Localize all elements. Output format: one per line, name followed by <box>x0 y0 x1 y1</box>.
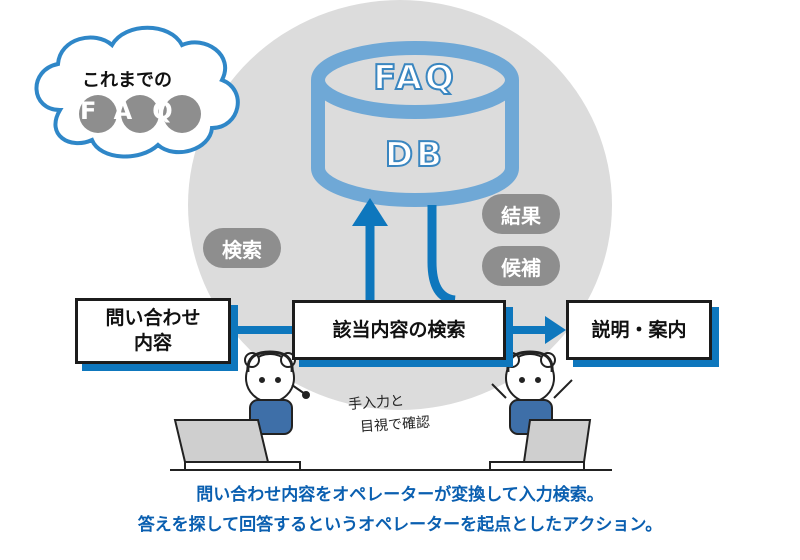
box-explain: 説明・案内 <box>566 300 712 360</box>
pill-result: 結果 <box>482 194 560 234</box>
handwriting-line1: 手入力と <box>347 393 405 413</box>
cloud-letter-bg-a <box>121 95 159 133</box>
caption-line2: 答えを探して回答するというオペレーターを起点としたアクション。 <box>137 515 663 535</box>
operator-right <box>491 350 573 435</box>
cloud-shape <box>34 25 240 159</box>
box-inquiry: 問い合わせ 内容 <box>75 298 231 364</box>
caption-line1: 問い合わせ内容をオペレーターが変換して入力検索。 <box>196 485 604 505</box>
database-cylinder <box>311 41 519 207</box>
db-label-bottom: DB <box>384 134 446 176</box>
connector-right-arrow <box>506 316 566 344</box>
operator-left <box>244 350 310 435</box>
pill-candidates: 候補 <box>482 246 560 286</box>
laptop-right <box>489 419 592 471</box>
laptop-left <box>173 419 301 471</box>
result-line <box>427 205 456 305</box>
cloud-title: これまでの <box>82 70 172 91</box>
pill-search: 検索 <box>203 228 281 268</box>
box-search-content: 該当内容の検索 <box>292 300 506 360</box>
cloud-letter-bg-f <box>79 95 117 133</box>
search-arrow <box>352 198 388 300</box>
cloud-faq-label: FAQ <box>80 97 193 125</box>
cloud-letter-bg-q <box>163 95 201 133</box>
db-label-top: FAQ <box>372 57 457 99</box>
